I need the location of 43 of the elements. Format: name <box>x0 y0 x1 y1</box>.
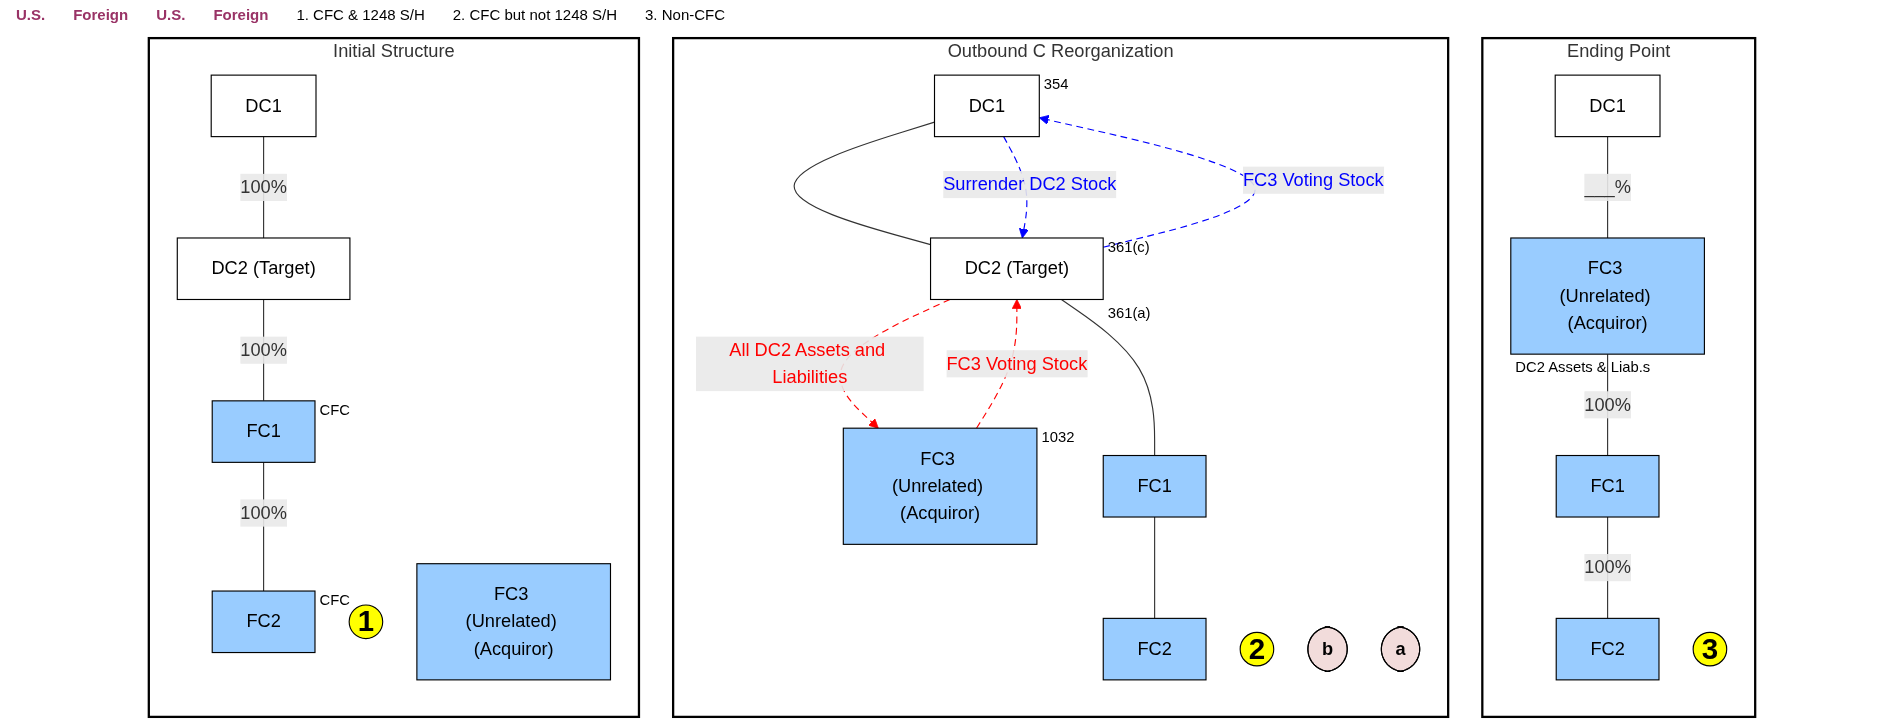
node-box: DC1 <box>1554 74 1661 138</box>
node-box: FC2 <box>211 590 316 654</box>
node-box: DC2 (Target) <box>929 237 1104 301</box>
edge-label: 100% <box>240 339 287 360</box>
node-circle: 1 <box>348 604 384 640</box>
beside-text: 354 <box>1043 75 1069 92</box>
node-box: FC1 <box>211 400 316 463</box>
node-box: FC2 <box>1555 617 1660 681</box>
node-box: FC3 (Unrelated) (Acquiror) <box>1510 237 1705 355</box>
edge-label: 100% <box>1584 394 1631 414</box>
edge-label: All DC2 Assets and Liabilities <box>729 339 886 387</box>
beside-text: CFC <box>319 591 350 608</box>
edge-label: FC3 Voting Stock <box>946 353 1088 373</box>
edge-label: 100% <box>1584 557 1631 577</box>
node-box: FC1 <box>1102 454 1207 518</box>
note-text: 2. CFC but not 1248 S/H <box>452 6 618 23</box>
node-box: DC1 <box>933 74 1040 138</box>
beside-text: 1032 <box>1041 428 1075 445</box>
node-box: DC2 (Target) <box>176 237 351 301</box>
edge-label: Surrender DC2 Stock <box>943 174 1117 194</box>
note-text: 3. Non-CFC <box>645 6 726 23</box>
edge-label: FC3 Voting Stock <box>1242 169 1384 190</box>
beside-text: CFC <box>319 401 350 418</box>
edge-label: 100% <box>240 502 287 523</box>
node-box: FC1 <box>1555 454 1660 518</box>
node-circle: 3 <box>1692 631 1728 667</box>
node-box: FC3 (Unrelated) (Acquiror) <box>416 563 612 681</box>
edge-label: ___% <box>1584 177 1631 197</box>
region-label: Foreign <box>213 6 269 23</box>
node-circle: 2 <box>1239 631 1275 667</box>
connector <box>1060 298 1156 457</box>
edge-label: 100% <box>240 177 287 197</box>
beside-text: DC2 Assets & Liab.s <box>1515 359 1651 376</box>
node-box: FC2 <box>1102 617 1207 681</box>
region-label: Foreign <box>73 6 129 23</box>
node-box: DC1 <box>210 74 317 138</box>
connector <box>1154 516 1156 619</box>
region-label: U.S. <box>16 6 46 23</box>
beside-text: 361(c) <box>1107 238 1150 255</box>
beside-text: 361(a) <box>1107 304 1151 321</box>
note-text: 1. CFC & 1248 S/H <box>296 6 425 23</box>
region-label: U.S. <box>156 6 186 23</box>
node-box: FC3 (Unrelated) (Acquiror) <box>842 427 1038 545</box>
